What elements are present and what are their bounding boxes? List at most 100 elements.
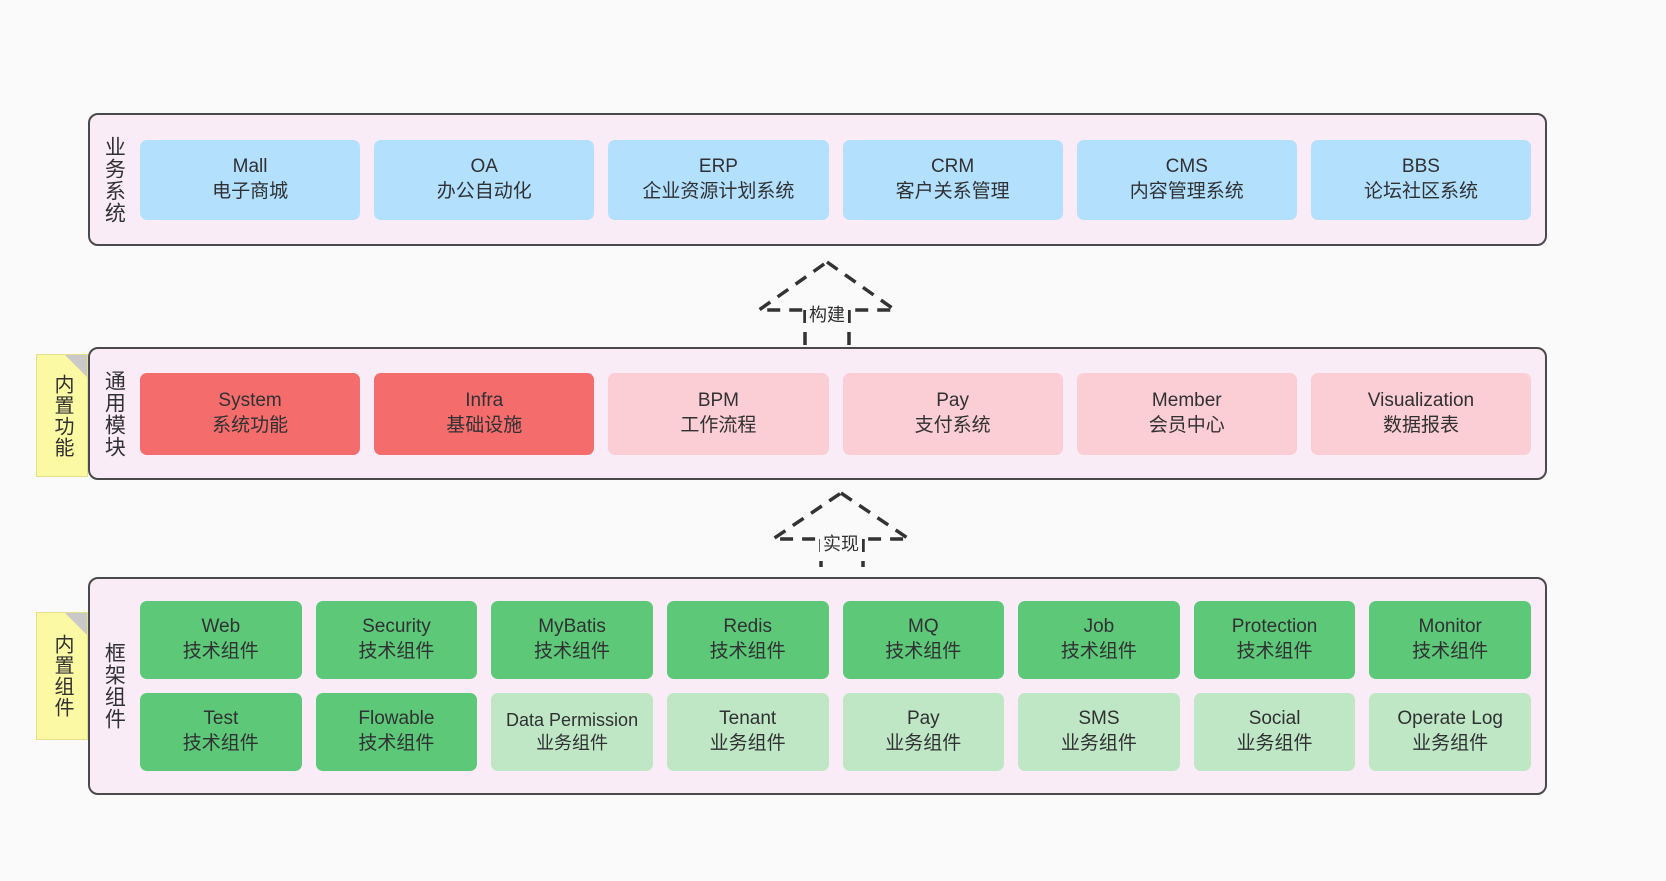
node-mall-en: Mall [232, 155, 268, 177]
node-sms[interactable]: SMS 业务组件 [1018, 693, 1180, 771]
node-social-en: Social [1248, 708, 1301, 730]
node-oa[interactable]: OA 办公自动化 [374, 139, 595, 220]
node-tenant-en: Tenant [719, 708, 777, 730]
node-visualization-cn: 数据报表 [1382, 414, 1459, 436]
node-security[interactable]: Security 技术组件 [315, 601, 478, 679]
node-crm-cn: 客户关系管理 [895, 180, 1010, 202]
sticky-note-builtin-function: 内置功能 [36, 354, 88, 477]
node-operate-log-cn: 业务组件 [1412, 733, 1489, 754]
node-job-en: Job [1083, 616, 1115, 638]
node-bpm[interactable]: BPM 工作流程 [608, 372, 829, 455]
node-redis-en: Redis [723, 616, 772, 638]
node-mall-cn: 电子商城 [212, 180, 289, 202]
node-security-en: Security [362, 616, 431, 638]
node-web[interactable]: Web 技术组件 [140, 601, 302, 679]
node-operate-log-en: Operate Log [1397, 708, 1503, 730]
node-pay-component[interactable]: Pay 业务组件 [842, 693, 1005, 771]
node-sms-en: SMS [1078, 708, 1120, 730]
common-node-row: System 系统功能 Infra 基础设施 BPM 工作流程 Pay 支付系统… [140, 372, 1532, 455]
node-bbs-cn: 论坛社区系统 [1363, 180, 1478, 202]
node-visualization-en: Visualization [1367, 389, 1475, 411]
node-bbs-en: BBS [1401, 155, 1440, 177]
node-mybatis[interactable]: MyBatis 技术组件 [491, 601, 653, 679]
layer-title-framework-components: 框架组件 [102, 642, 126, 730]
node-crm-en: CRM [930, 155, 975, 177]
node-member-en: Member [1151, 389, 1222, 411]
node-bpm-en: BPM [697, 389, 740, 411]
node-visualization[interactable]: Visualization 数据报表 [1310, 372, 1532, 455]
node-monitor-cn: 技术组件 [1412, 641, 1489, 662]
node-bpm-cn: 工作流程 [680, 414, 757, 436]
layer-framework-components[interactable]: 框架组件 Web 技术组件 Security 技术组件 MyBatis 技术组件… [88, 577, 1547, 795]
node-pay-module-en: Pay [936, 389, 969, 411]
node-data-permission[interactable]: Data Permission 业务组件 [491, 693, 653, 771]
framework-business-row: Test 技术组件 Flowable 技术组件 Data Permission … [140, 693, 1531, 771]
node-mybatis-en: MyBatis [538, 616, 606, 638]
node-erp[interactable]: ERP 企业资源计划系统 [608, 139, 829, 220]
node-monitor-en: Monitor [1418, 616, 1482, 638]
node-cms-en: CMS [1165, 155, 1208, 177]
node-operate-log[interactable]: Operate Log 业务组件 [1369, 693, 1531, 771]
connector-implement-label: 实现 [820, 535, 862, 553]
node-mq[interactable]: MQ 技术组件 [842, 601, 1005, 679]
sticky-fold-corner-icon [65, 355, 87, 377]
node-job-cn: 技术组件 [1060, 641, 1137, 662]
node-sms-cn: 业务组件 [1060, 733, 1137, 754]
node-job[interactable]: Job 技术组件 [1018, 601, 1180, 679]
node-erp-en: ERP [698, 155, 738, 177]
node-pay-component-cn: 业务组件 [885, 733, 962, 754]
node-redis-cn: 技术组件 [709, 641, 786, 662]
node-cms-cn: 内容管理系统 [1129, 180, 1244, 202]
business-node-row: Mall 电子商城 OA 办公自动化 ERP 企业资源计划系统 CRM 客户关系… [140, 139, 1532, 220]
node-protection-cn: 技术组件 [1236, 641, 1313, 662]
node-security-cn: 技术组件 [358, 641, 435, 662]
node-test-cn: 技术组件 [182, 733, 259, 754]
node-monitor[interactable]: Monitor 技术组件 [1369, 601, 1531, 679]
node-social-cn: 业务组件 [1236, 733, 1313, 754]
node-member-cn: 会员中心 [1148, 414, 1225, 436]
node-redis[interactable]: Redis 技术组件 [666, 601, 829, 679]
node-pay-module-cn: 支付系统 [914, 414, 991, 436]
node-erp-cn: 企业资源计划系统 [642, 180, 795, 202]
node-tenant-cn: 业务组件 [709, 733, 786, 754]
node-mybatis-cn: 技术组件 [534, 641, 611, 662]
node-oa-en: OA [470, 155, 498, 177]
node-system-en: System [218, 389, 282, 411]
node-system[interactable]: System 系统功能 [140, 372, 361, 455]
node-flowable-cn: 技术组件 [358, 733, 435, 754]
node-cms[interactable]: CMS 内容管理系统 [1076, 139, 1297, 220]
node-social[interactable]: Social 业务组件 [1193, 693, 1356, 771]
node-pay-module[interactable]: Pay 支付系统 [842, 372, 1063, 455]
node-bbs[interactable]: BBS 论坛社区系统 [1310, 139, 1532, 220]
connector-build: 构建 [752, 258, 902, 350]
node-infra-cn: 基础设施 [446, 414, 523, 436]
node-web-cn: 技术组件 [182, 641, 259, 662]
node-infra[interactable]: Infra 基础设施 [374, 372, 595, 455]
layer-title-common-modules: 通用模块 [102, 369, 126, 458]
layer-business-system[interactable]: 业务系统 Mall 电子商城 OA 办公自动化 ERP 企业资源计划系统 CRM [88, 113, 1547, 246]
layer-body-business-system: Mall 电子商城 OA 办公自动化 ERP 企业资源计划系统 CRM 客户关系… [136, 115, 1545, 244]
node-test[interactable]: Test 技术组件 [140, 693, 302, 771]
node-mq-cn: 技术组件 [885, 641, 962, 662]
node-flowable-en: Flowable [358, 708, 435, 730]
node-infra-en: Infra [465, 389, 504, 411]
sticky-note-builtin-component: 内置组件 [36, 612, 88, 740]
node-protection-en: Protection [1231, 616, 1318, 638]
node-member[interactable]: Member 会员中心 [1076, 372, 1297, 455]
sticky-fold-corner-icon [65, 613, 87, 635]
node-protection[interactable]: Protection 技术组件 [1193, 601, 1356, 679]
layer-body-framework-components: Web 技术组件 Security 技术组件 MyBatis 技术组件 Redi… [136, 579, 1545, 793]
node-system-cn: 系统功能 [212, 414, 289, 436]
node-tenant[interactable]: Tenant 业务组件 [666, 693, 829, 771]
connector-build-label: 构建 [806, 306, 848, 324]
layer-body-common-modules: System 系统功能 Infra 基础设施 BPM 工作流程 Pay 支付系统… [136, 349, 1545, 478]
node-crm[interactable]: CRM 客户关系管理 [842, 139, 1063, 220]
layer-common-modules[interactable]: 通用模块 System 系统功能 Infra 基础设施 BPM 工作流程 Pay [88, 347, 1547, 480]
sticky-note-builtin-function-label: 内置功能 [51, 373, 73, 458]
node-test-en: Test [203, 708, 239, 730]
node-web-en: Web [201, 616, 241, 638]
node-flowable[interactable]: Flowable 技术组件 [315, 693, 478, 771]
node-oa-cn: 办公自动化 [436, 180, 532, 202]
node-mall[interactable]: Mall 电子商城 [140, 139, 361, 220]
